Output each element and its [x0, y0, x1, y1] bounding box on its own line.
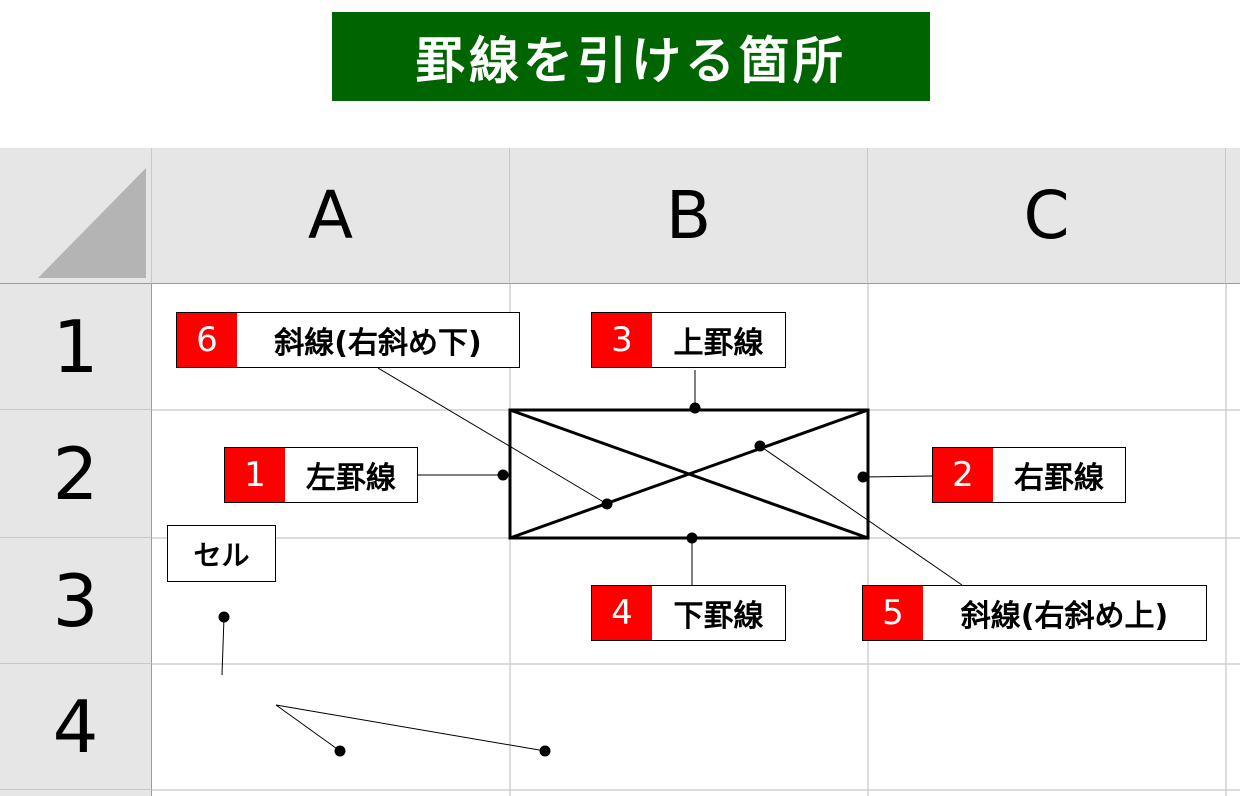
diagonal-up-line — [509, 408, 869, 540]
label-text: 上罫線 — [673, 326, 764, 361]
point-bottom — [686, 532, 698, 544]
connector-cell-a3 — [221, 616, 225, 676]
select-all-corner[interactable] — [0, 148, 152, 284]
point-right — [857, 471, 869, 483]
row-header-3[interactable]: 3 — [0, 538, 152, 664]
corner-triangle-icon — [38, 168, 146, 278]
label-right-border: 2 右罫線 — [932, 447, 1126, 503]
badge-3: 3 — [592, 313, 652, 367]
column-header-next[interactable] — [1226, 148, 1240, 284]
point-diag-down — [601, 498, 613, 510]
connector-right — [862, 475, 933, 478]
point-diag-up — [754, 440, 766, 452]
label-bottom-border: 4 下罫線 — [591, 585, 786, 641]
badge-1: 1 — [225, 448, 285, 502]
label-top-border: 3 上罫線 — [591, 312, 786, 368]
column-header-c[interactable]: C — [868, 148, 1226, 284]
cell-label: セル — [167, 525, 276, 582]
connector-cell-a4 — [275, 704, 341, 752]
label-text: 左罫線 — [306, 461, 396, 496]
point-left — [497, 469, 509, 481]
row-header-1[interactable]: 1 — [0, 284, 152, 410]
point-cell-b4 — [539, 745, 551, 757]
label-diagonal-up: 5 斜線(右斜め上) — [862, 585, 1207, 641]
spreadsheet: A B C 1 2 3 4 — [0, 148, 1240, 796]
label-text: 下罫線 — [673, 599, 764, 634]
label-text: 斜線(右斜め下) — [274, 326, 482, 361]
column-header-b[interactable]: B — [510, 148, 868, 284]
connector-diag-down — [377, 367, 608, 505]
row-header-2[interactable]: 2 — [0, 410, 152, 538]
column-header-a[interactable]: A — [152, 148, 510, 284]
connector-cell-b4 — [275, 704, 546, 752]
badge-4: 4 — [592, 586, 652, 640]
page-title: 罫線を引ける箇所 — [332, 12, 930, 101]
badge-5: 5 — [863, 586, 923, 640]
label-text: 斜線(右斜め上) — [960, 599, 1169, 634]
point-cell-a3 — [218, 611, 230, 623]
badge-6: 6 — [177, 313, 237, 367]
row-header-next[interactable] — [0, 790, 152, 796]
row-header-4[interactable]: 4 — [0, 664, 152, 790]
connector-diag-up — [759, 445, 963, 586]
label-diagonal-down: 6 斜線(右斜め下) — [176, 312, 520, 368]
label-left-border: 1 左罫線 — [224, 447, 418, 503]
point-top — [689, 402, 701, 414]
badge-2: 2 — [933, 448, 993, 502]
point-cell-a4 — [334, 745, 346, 757]
label-text: 右罫線 — [1014, 461, 1104, 496]
